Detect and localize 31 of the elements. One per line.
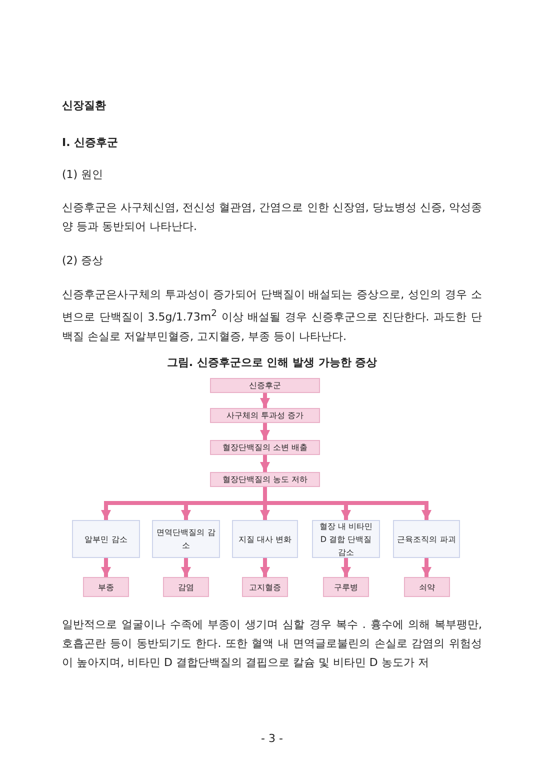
process-box: 혈장단백질의 소변 배출 bbox=[210, 440, 320, 455]
process-box: 지질 대사 변화 bbox=[232, 520, 298, 558]
result-box: 고지혈증 bbox=[242, 577, 288, 597]
process-box: 알부민 감소 bbox=[72, 520, 140, 558]
result-box: 감염 bbox=[163, 577, 209, 597]
process-box: 근육조직의 파괴 bbox=[393, 520, 460, 558]
process-box: 혈장단백질의 농도 저하 bbox=[210, 472, 320, 487]
result-box: 부종 bbox=[83, 577, 129, 597]
paragraph: 일반적으로 얼굴이나 수족에 부종이 생기며 심할 경우 복수 . 흉수에 의해 복부팽만, 호흡곤란 등이 동반되기도 한다. 또한 혈액 내 면역글로불린의 손실로 감염의 위험성이 높아지며, 비타민 D 결합단백질의 결핍으로 칼슘 및 비타민 D 농도가 저 bbox=[62, 617, 482, 671]
figure-caption: 그림. 신증후군으로 인해 발생 가능한 증상 bbox=[166, 355, 378, 370]
page-number: - 3 - bbox=[260, 731, 284, 747]
process-box: 혈장 내 비타민 D 결합 단백질 감소 bbox=[312, 520, 380, 558]
process-box: 신증후군 bbox=[210, 378, 320, 393]
arrow bbox=[181, 558, 191, 577]
section-heading: I. 신증후군 bbox=[62, 135, 120, 151]
result-box: 쇠약 bbox=[404, 577, 450, 597]
result-box: 구루병 bbox=[323, 577, 369, 597]
arrow bbox=[260, 558, 270, 577]
arrow bbox=[260, 423, 270, 440]
subsection-heading: (2) 증상 bbox=[62, 253, 104, 269]
arrow bbox=[101, 558, 111, 577]
arrow bbox=[260, 455, 270, 472]
paragraph: 신증후군은 사구체신염, 전신성 혈관염, 간염으로 인한 신장염, 당뇨병성 신증, 악성종양 등과 동반되어 나타난다. bbox=[62, 200, 482, 235]
arrow bbox=[341, 558, 351, 577]
paragraph: 신증후군은사구체의 투과성이 증가되어 단백질이 배설되는 증상으로, 성인의 경우 소변으로 단백질이 3.5g/1.73m$^{2}$ 이상 배설될 경우 신증후군으로 진단한다. 과도한 단백질 손실로 저알부민혈증, 고지혈증, 부종 등이 나타난다. bbox=[62, 287, 482, 345]
arrow bbox=[260, 393, 270, 408]
page-heading: 신장질환 bbox=[62, 98, 107, 114]
process-box: 면역단백질의 감소 bbox=[152, 520, 220, 558]
subsection-heading: (1) 원인 bbox=[62, 167, 104, 183]
arrow bbox=[422, 558, 432, 577]
process-box: 사구체의 투과성 증가 bbox=[210, 408, 320, 423]
